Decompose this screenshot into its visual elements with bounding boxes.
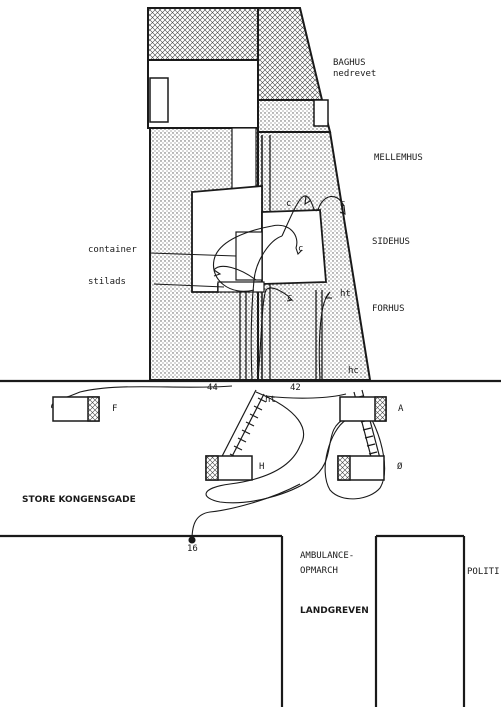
vehicle-H: [205, 455, 253, 481]
vehicle-O-label: Ø: [397, 462, 403, 472]
label-sidehus: SIDEHUS: [372, 237, 410, 247]
marker-hc: hc: [348, 366, 359, 376]
marker-c-4: c: [287, 293, 293, 303]
leader-lines: [149, 252, 237, 288]
label-stilads: stilads: [88, 277, 126, 287]
marker-c-3: c: [298, 244, 304, 254]
house-number-44: 44: [207, 383, 218, 393]
vehicle-A-label: A: [398, 404, 404, 414]
vehicle-O: [337, 455, 385, 481]
label-forhus: FORHUS: [372, 304, 405, 314]
house-number-42: 42: [290, 383, 301, 393]
label-mellemhus: MELLEMHUS: [374, 153, 423, 163]
vehicle-H-label: H: [259, 462, 265, 472]
marker-ht-2: ht: [265, 395, 276, 405]
label-landgreven: LANDGREVEN: [300, 606, 369, 616]
hose-lines: [51, 195, 386, 541]
street-name: STORE KONGENSGADE: [22, 495, 136, 505]
vehicle-F-label: F: [112, 404, 118, 414]
street-lines: [0, 379, 501, 707]
label-ambulance-1: AMBULANCE-: [300, 551, 355, 561]
house-number-16: 16: [187, 544, 198, 554]
marker-c-1: c: [286, 199, 292, 209]
marker-ht-1: ht: [340, 289, 351, 299]
label-ambulance-2: OPMARCH: [300, 566, 338, 576]
marker-c-2: c: [340, 199, 346, 209]
label-politi: POLITI: [467, 567, 500, 577]
courtyard: [191, 185, 327, 380]
label-nedrevet: nedrevet: [333, 69, 377, 79]
nozzle-markers: [188, 195, 346, 544]
label-baghus: BAGHUS: [333, 58, 366, 68]
vehicle-F: [52, 396, 100, 422]
vehicle-A: [339, 396, 387, 422]
label-container: container: [88, 245, 137, 255]
